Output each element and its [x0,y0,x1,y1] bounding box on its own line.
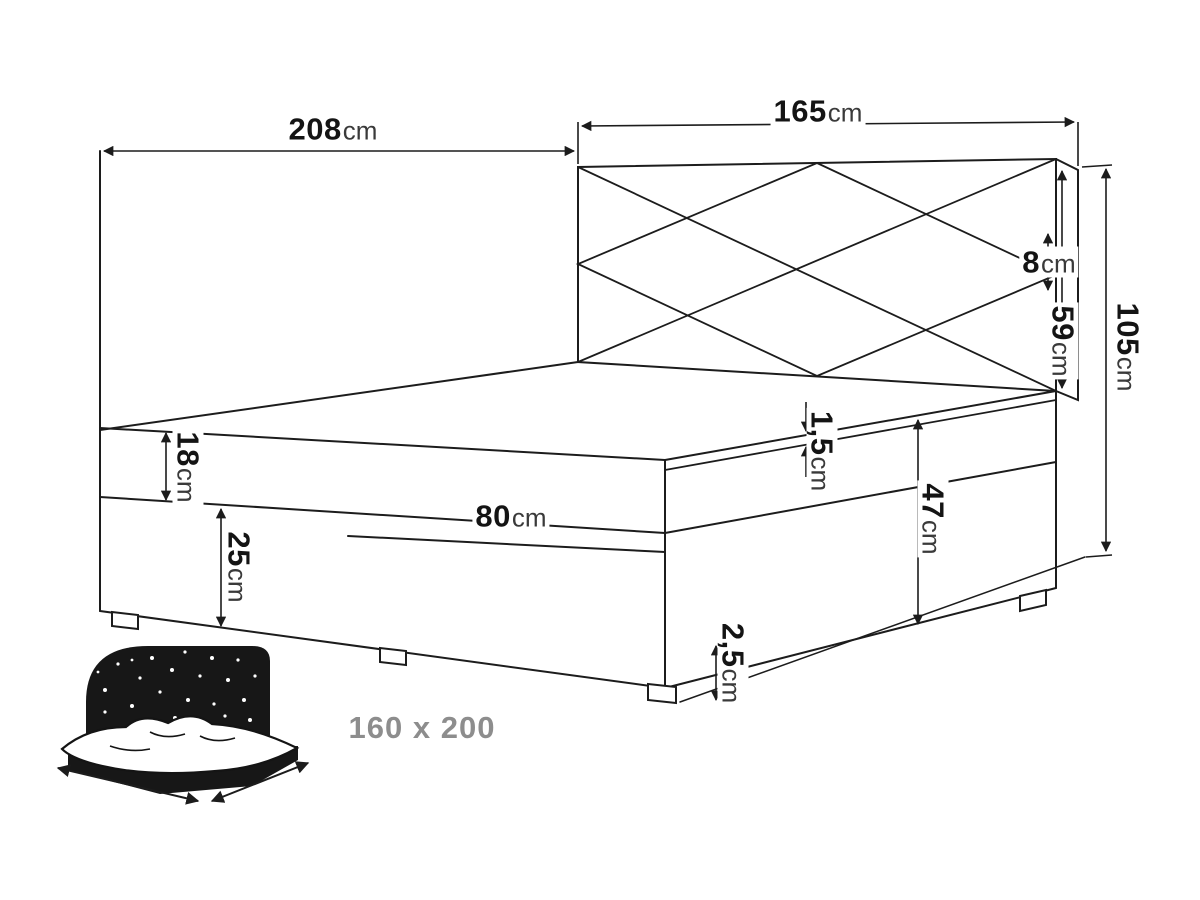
dim-label-drawer-width: 80cm [472,500,550,532]
dim-label-base-height: 47cm [916,480,951,558]
foot-back-right [1019,588,1047,613]
bed-size-text: 160 x 200 [348,710,496,745]
headboard-cross-pattern [577,158,1057,392]
dim-label-feet-height: 2,5cm [716,619,751,707]
mattress-bottom-right-line [664,461,1057,534]
icon-dimension-arrows [56,761,310,805]
dim-label-total-height: 105cm [1111,299,1146,395]
ext-105-bottom [1085,554,1113,558]
dim-label-headboard-height: 59cm [1046,302,1081,380]
dim-label-topper-lip: 1,5cm [805,407,840,495]
icon-width-arrow [210,761,310,803]
mattress-topper-lip-line [664,399,1057,471]
foot-front-right [647,682,677,705]
bed-size-icon [56,646,310,805]
bed-outline [99,150,1086,705]
drawer-top-line [347,535,666,553]
dim-label-headboard-edge: 8cm [1019,246,1079,278]
foot-front-left [111,610,139,631]
dim-label-headboard-width: 165cm [770,95,866,127]
ext-105-top [1081,164,1113,168]
mattress-right-top-edge [664,390,1057,461]
headboard-diamond-pattern [575,162,1059,377]
headboard-side-strip [1055,158,1079,402]
icon-length-arrow [56,764,200,805]
dim-label-mattress-thickness: 18cm [171,428,206,506]
wall-bottom-edge [99,361,579,431]
foot-front-middle [379,646,407,667]
headboard-panel [577,157,1057,393]
dim-label-box-height: 25cm [222,528,257,606]
icon-duvet-folds [109,731,236,752]
dim-label-back-panel-width: 208cm [285,113,381,145]
